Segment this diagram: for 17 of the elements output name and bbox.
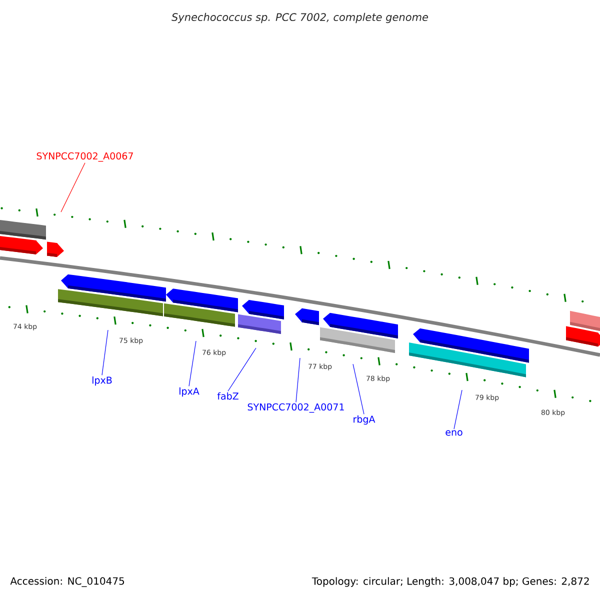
gene-label: SYNPCC7002_A0067 [36, 152, 133, 162]
leader-line [188, 340, 196, 386]
leader-line [228, 348, 256, 392]
leader-line [352, 364, 364, 414]
leader-line [60, 162, 86, 212]
title: Synechococcus sp. PCC 7002, complete genome [172, 12, 428, 24]
gene-label: lpxA [180, 387, 200, 397]
leader-line [102, 330, 108, 376]
leader-line [454, 390, 462, 430]
gene-label: fabZ [217, 392, 238, 400]
gene-label: SYNPCC7002_A0071 [248, 403, 344, 413]
footer-text: Topology: circular; Length: 3,008,047 bp; Genes: 2,872 [312, 577, 589, 587]
gene-label: eno [446, 430, 462, 436]
gene-label: rbgA [354, 415, 376, 425]
gene-label: lpxB [92, 376, 112, 386]
footer-text: Accession: NC_010475 [10, 577, 124, 587]
leader-line [296, 358, 300, 402]
